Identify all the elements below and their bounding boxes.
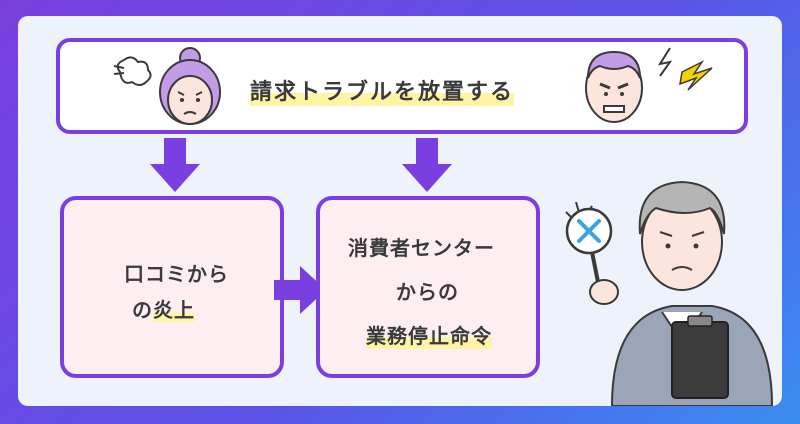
puff-icon xyxy=(113,56,152,86)
mid-line2: からの xyxy=(396,280,459,304)
angry-woman-icon xyxy=(159,47,221,125)
top-text: 請求トラブルを放置する xyxy=(250,74,515,106)
cross-sign-icon xyxy=(565,207,613,255)
left-line2: の炎上 xyxy=(132,294,195,323)
angry-man-icon xyxy=(585,50,643,123)
worried-worker-icon xyxy=(565,180,774,406)
down-arrow-right xyxy=(402,138,452,192)
mid-line3: 業務停止命令 xyxy=(366,320,492,349)
mid-line1: 消費者センター xyxy=(348,236,495,260)
lightning-icon xyxy=(657,47,713,91)
left-line1: 口コミから xyxy=(124,262,229,286)
right-arrow xyxy=(274,266,326,314)
box-review-flaming xyxy=(60,196,284,378)
left-line2-plain: の xyxy=(132,298,153,322)
left-line2-highlight: 炎上 xyxy=(153,298,195,322)
down-arrow-left xyxy=(150,138,200,192)
